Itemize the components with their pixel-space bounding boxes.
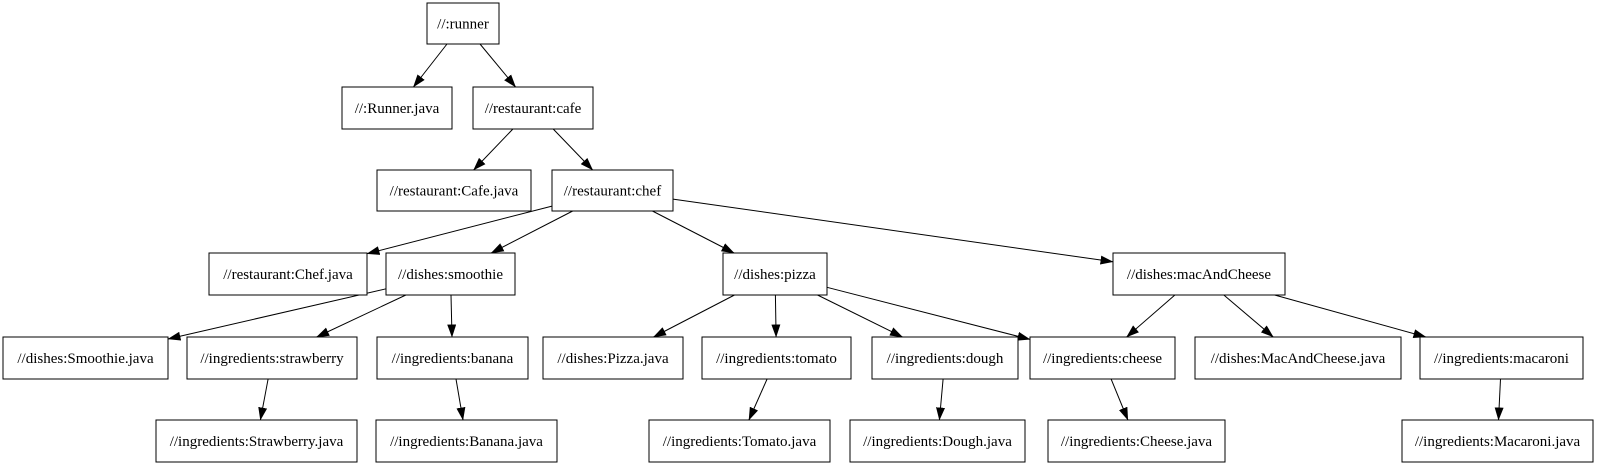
edge-smoothie-to-smoothie-java <box>167 288 387 341</box>
edge-pizza-to-pizza-java <box>653 294 735 338</box>
node-pizza-java: //dishes:Pizza.java <box>542 336 684 380</box>
node-label: //:runner <box>437 17 489 33</box>
node-label: //dishes:smoothie <box>398 267 503 283</box>
node-label: //ingredients:Strawberry.java <box>170 434 344 450</box>
node-label: //restaurant:Chef.java <box>223 267 353 283</box>
node-box <box>376 169 532 212</box>
edge-banana-to-banana-java <box>455 378 466 421</box>
node-box <box>155 419 358 463</box>
node-box <box>1112 252 1286 296</box>
node-box <box>1401 419 1594 463</box>
node-chef-java: //restaurant:Chef.java <box>208 252 368 296</box>
node-box <box>648 419 831 463</box>
edge-chef-to-chef-java <box>366 205 553 255</box>
node-dough: //ingredients:dough <box>871 336 1019 380</box>
node-cheese: //ingredients:cheese <box>1029 336 1176 380</box>
node-label: //restaurant:chef <box>564 184 661 200</box>
node-runner: //:runner <box>426 2 500 45</box>
node-cafe: //restaurant:cafe <box>472 86 594 130</box>
edge-smoothie-to-banana <box>447 294 457 338</box>
node-label: //ingredients:Dough.java <box>863 434 1012 450</box>
node-strawberry-java: //ingredients:Strawberry.java <box>155 419 358 463</box>
edge-pizza-to-cheese <box>826 286 1031 341</box>
node-box <box>1029 336 1176 380</box>
node-strawberry: //ingredients:strawberry <box>186 336 358 380</box>
node-label: //ingredients:banana <box>392 351 514 367</box>
node-box <box>2 336 169 380</box>
node-box <box>385 252 516 296</box>
node-label: //ingredients:Cheese.java <box>1061 434 1213 450</box>
node-label: //:Runner.java <box>355 101 440 117</box>
edge-chef-to-smoothie <box>490 210 573 254</box>
node-label: //ingredients:cheese <box>1043 351 1162 367</box>
edges-layer <box>167 43 1504 421</box>
node-box <box>722 252 828 296</box>
edge-chef-to-mac-and-cheese <box>672 198 1114 265</box>
node-box <box>1419 336 1584 380</box>
edge-cafe-to-chef <box>552 128 594 171</box>
node-label: //dishes:Smoothie.java <box>17 351 154 367</box>
node-mac-and-cheese: //dishes:macAndCheese <box>1112 252 1286 296</box>
edge-cheese-to-cheese-java <box>1110 378 1129 421</box>
node-label: //ingredients:Tomato.java <box>663 434 817 450</box>
node-label: //dishes:Pizza.java <box>557 351 669 367</box>
node-cafe-java: //restaurant:Cafe.java <box>376 169 532 212</box>
node-tomato-java: //ingredients:Tomato.java <box>648 419 831 463</box>
edge-cafe-to-cafe-java <box>473 128 514 171</box>
node-box <box>849 419 1026 463</box>
node-box <box>871 336 1019 380</box>
edge-strawberry-to-strawberry-java <box>258 378 269 421</box>
node-chef: //restaurant:chef <box>551 169 674 212</box>
node-box <box>375 419 558 463</box>
edge-runner-to-runner-java <box>413 43 448 88</box>
node-cheese-java: //ingredients:Cheese.java <box>1047 419 1226 463</box>
node-box <box>341 86 453 130</box>
node-label: //ingredients:Macaroni.java <box>1415 434 1581 450</box>
node-label: //restaurant:Cafe.java <box>390 184 519 200</box>
edge-mac-and-cheese-to-cheese <box>1126 294 1176 338</box>
edge-macaroni-to-macaroni-java <box>1494 378 1504 421</box>
edge-runner-to-cafe <box>479 43 516 88</box>
edge-mac-and-cheese-to-macaroni <box>1274 294 1427 338</box>
node-label: //ingredients:tomato <box>716 351 837 367</box>
node-box <box>551 169 674 212</box>
node-macaroni-java: //ingredients:Macaroni.java <box>1401 419 1594 463</box>
node-box <box>208 252 368 296</box>
node-label: //ingredients:dough <box>887 351 1004 367</box>
node-label: //dishes:pizza <box>734 267 816 283</box>
node-box <box>1047 419 1226 463</box>
edge-chef-to-pizza <box>652 210 735 254</box>
node-runner-java: //:Runner.java <box>341 86 453 130</box>
node-smoothie: //dishes:smoothie <box>385 252 516 296</box>
edge-mac-and-cheese-to-mac-and-cheese-java <box>1223 294 1274 338</box>
node-label: //dishes:macAndCheese <box>1127 267 1271 283</box>
edge-tomato-to-tomato-java <box>748 378 768 421</box>
node-box <box>186 336 358 380</box>
node-label: //dishes:MacAndCheese.java <box>1211 351 1386 367</box>
node-mac-and-cheese-java: //dishes:MacAndCheese.java <box>1194 336 1402 380</box>
edge-smoothie-to-strawberry <box>316 294 407 338</box>
edge-dough-to-dough-java <box>936 378 946 421</box>
edge-pizza-to-dough <box>817 294 903 338</box>
edge-pizza-to-tomato <box>771 294 781 338</box>
node-box <box>472 86 594 130</box>
node-label: //ingredients:strawberry <box>200 351 344 367</box>
node-banana-java: //ingredients:Banana.java <box>375 419 558 463</box>
node-box <box>426 2 500 45</box>
node-banana: //ingredients:banana <box>376 336 529 380</box>
node-box <box>376 336 529 380</box>
node-smoothie-java: //dishes:Smoothie.java <box>2 336 169 380</box>
node-label: //ingredients:Banana.java <box>390 434 543 450</box>
node-macaroni: //ingredients:macaroni <box>1419 336 1584 380</box>
node-tomato: //ingredients:tomato <box>701 336 852 380</box>
node-box <box>1194 336 1402 380</box>
node-dough-java: //ingredients:Dough.java <box>849 419 1026 463</box>
node-box <box>701 336 852 380</box>
node-label: //ingredients:macaroni <box>1434 351 1569 367</box>
node-pizza: //dishes:pizza <box>722 252 828 296</box>
node-box <box>542 336 684 380</box>
node-label: //restaurant:cafe <box>485 101 582 117</box>
